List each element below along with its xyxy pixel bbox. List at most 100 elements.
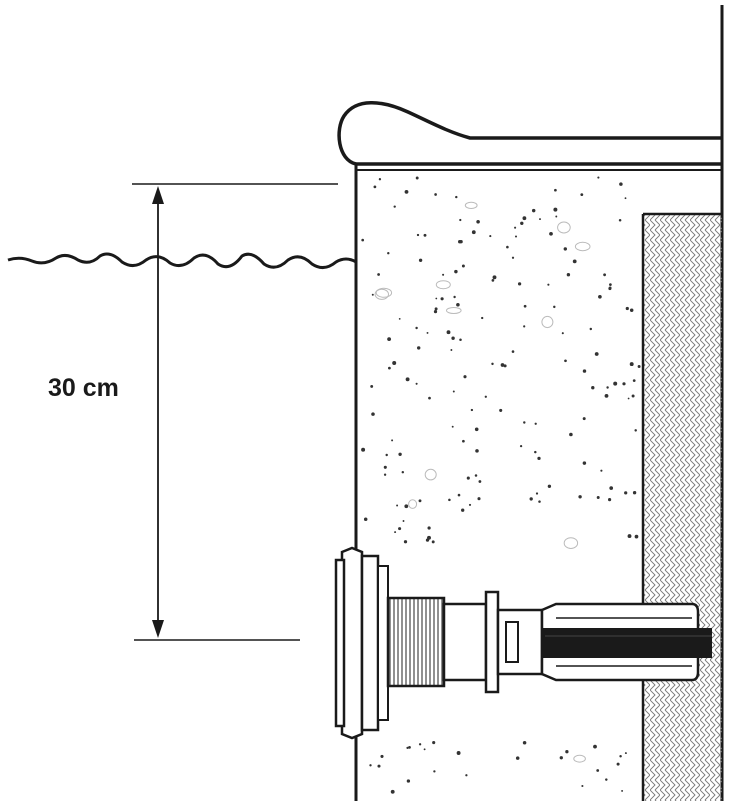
concrete-speckle xyxy=(606,386,609,389)
concrete-speckle xyxy=(373,185,377,189)
concrete-speckle xyxy=(596,769,600,772)
concrete-speckle xyxy=(477,497,481,501)
concrete-speckle xyxy=(471,230,476,235)
concrete-speckle xyxy=(459,218,462,222)
concrete-speckle xyxy=(549,231,553,236)
concrete-speckle xyxy=(531,208,536,213)
concrete-speckle xyxy=(517,282,522,286)
concrete-speckle xyxy=(461,264,465,268)
concrete-speckle xyxy=(603,273,607,277)
concrete-speckle xyxy=(491,362,494,366)
concrete-speckle xyxy=(481,316,484,320)
concrete-speckle xyxy=(581,784,584,788)
concrete-speckle xyxy=(418,258,423,262)
concrete-speckle xyxy=(519,444,523,448)
concrete-speckle xyxy=(608,498,612,502)
concrete-speckle xyxy=(608,286,612,290)
hatched-backing-block xyxy=(641,212,722,801)
concrete-speckle xyxy=(600,469,603,472)
concrete-speckle xyxy=(385,453,388,457)
concrete-speckle xyxy=(394,531,397,534)
concrete-speckle xyxy=(625,306,629,311)
concrete-speckle xyxy=(442,273,445,276)
concrete-speckle xyxy=(448,498,451,502)
concrete-speckle xyxy=(547,484,552,488)
concrete-speckle xyxy=(534,450,537,454)
concrete-speckle xyxy=(396,504,399,507)
concrete-speckle xyxy=(627,534,632,539)
concrete-speckle xyxy=(534,422,537,425)
concrete-speckle xyxy=(522,741,527,745)
concrete-speckle xyxy=(563,247,567,251)
concrete-speckle xyxy=(593,744,597,749)
concrete-speckle xyxy=(434,193,437,196)
concrete-speckle xyxy=(415,176,419,180)
concrete-speckle xyxy=(423,748,426,751)
concrete-speckle xyxy=(580,193,584,197)
concrete-speckle xyxy=(535,492,539,495)
concrete-speckle xyxy=(398,527,402,531)
concrete-speckle xyxy=(632,491,637,495)
concrete-speckle xyxy=(474,427,479,432)
concrete-speckle xyxy=(520,221,524,225)
concrete-speckle xyxy=(616,762,620,766)
concrete-speckle xyxy=(405,377,410,382)
concrete-speckle xyxy=(423,233,427,237)
concrete-speckle xyxy=(618,218,622,222)
concrete-speckle xyxy=(621,789,624,792)
concrete-speckle xyxy=(404,504,409,509)
concrete-speckle xyxy=(474,474,478,477)
concrete-speckle xyxy=(619,182,623,186)
concrete-speckle xyxy=(589,327,593,331)
concrete-speckle xyxy=(458,240,462,244)
concrete-speckle xyxy=(554,188,557,192)
concrete-speckles xyxy=(361,176,641,794)
concrete-speckle xyxy=(398,452,402,456)
concrete-speckle xyxy=(433,770,436,773)
concrete-speckle xyxy=(566,273,571,277)
concrete-speckle xyxy=(523,304,527,308)
concrete-speckle xyxy=(427,526,431,530)
dimension-arrow-top xyxy=(152,186,164,204)
concrete-pebble xyxy=(408,499,418,509)
concrete-speckle xyxy=(634,534,639,539)
concrete-speckle xyxy=(455,195,458,199)
concrete-speckle xyxy=(418,499,422,503)
concrete-speckle xyxy=(500,363,505,367)
concrete-speckle xyxy=(461,508,465,512)
water-surface xyxy=(7,252,357,269)
concrete-speckle xyxy=(624,197,627,200)
concrete-speckle xyxy=(390,789,395,794)
concrete-speckle xyxy=(637,365,641,368)
concrete-speckle xyxy=(369,764,372,767)
concrete-speckle xyxy=(539,218,541,221)
concrete-pebble xyxy=(573,754,586,763)
concrete-speckle xyxy=(406,779,411,783)
concrete-pebble xyxy=(541,315,554,329)
concrete-speckle xyxy=(361,238,365,242)
concrete-speckle xyxy=(523,421,526,424)
concrete-speckle xyxy=(440,297,444,301)
concrete-speckle xyxy=(451,425,454,428)
concrete-speckle xyxy=(555,215,558,218)
concrete-speckle xyxy=(538,500,541,503)
concrete-pebble xyxy=(574,241,591,252)
concrete-speckle xyxy=(391,439,394,442)
concrete-speckle xyxy=(392,361,397,365)
concrete-speckle xyxy=(416,233,420,237)
concrete-speckle xyxy=(537,456,541,461)
concrete-speckle xyxy=(582,461,587,465)
concrete-speckle xyxy=(457,493,461,497)
concrete-speckle xyxy=(511,350,515,353)
concrete-wall xyxy=(354,164,641,801)
concrete-speckle xyxy=(465,774,468,777)
concrete-speckle xyxy=(404,190,409,194)
concrete-speckle xyxy=(609,486,614,490)
concrete-speckle xyxy=(627,397,630,400)
concrete-speckle xyxy=(371,412,375,416)
concrete-speckle xyxy=(393,205,396,208)
concrete-speckle xyxy=(484,395,487,398)
concrete-pebble xyxy=(374,288,389,300)
concrete-speckle xyxy=(403,540,408,544)
concrete-speckle xyxy=(629,362,634,367)
